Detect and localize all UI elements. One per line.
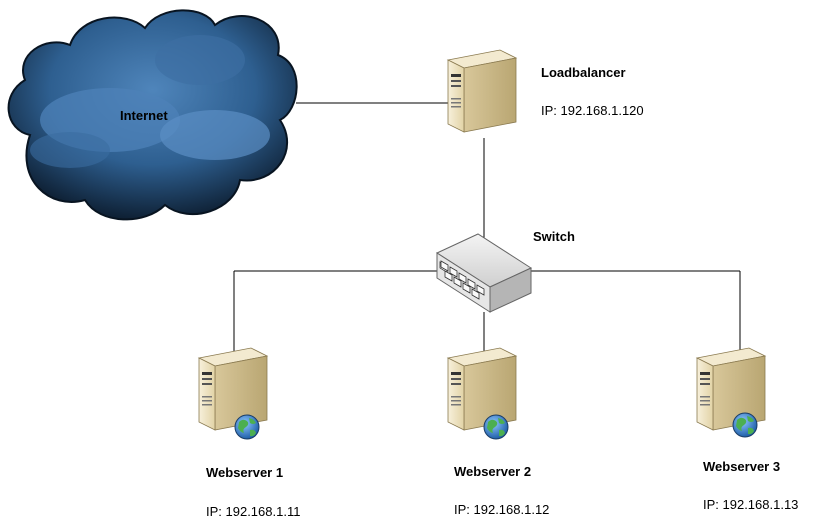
- internet-label: Internet: [120, 108, 168, 123]
- webserver2-ip: IP: 192.168.1.12: [454, 502, 550, 517]
- loadbalancer-server-icon: [447, 49, 517, 133]
- switch-icon: [435, 233, 533, 313]
- webserver1-icon: [198, 347, 268, 440]
- connection-lines: [233, 102, 741, 352]
- internet-cloud-icon: [7, 9, 298, 221]
- webserver3-name: Webserver 3: [703, 459, 781, 474]
- webserver2-name: Webserver 2: [454, 464, 532, 479]
- switch-label: Switch: [533, 229, 575, 244]
- webserver2-icon: [447, 347, 517, 440]
- webserver3-icon: [696, 347, 766, 438]
- webserver1-name: Webserver 1: [206, 465, 284, 480]
- webserver3-ip: IP: 192.168.1.13: [703, 497, 799, 512]
- loadbalancer-ip: IP: 192.168.1.120: [541, 103, 644, 118]
- webserver1-ip: IP: 192.168.1.11: [206, 504, 301, 519]
- loadbalancer-name: Loadbalancer: [541, 65, 626, 80]
